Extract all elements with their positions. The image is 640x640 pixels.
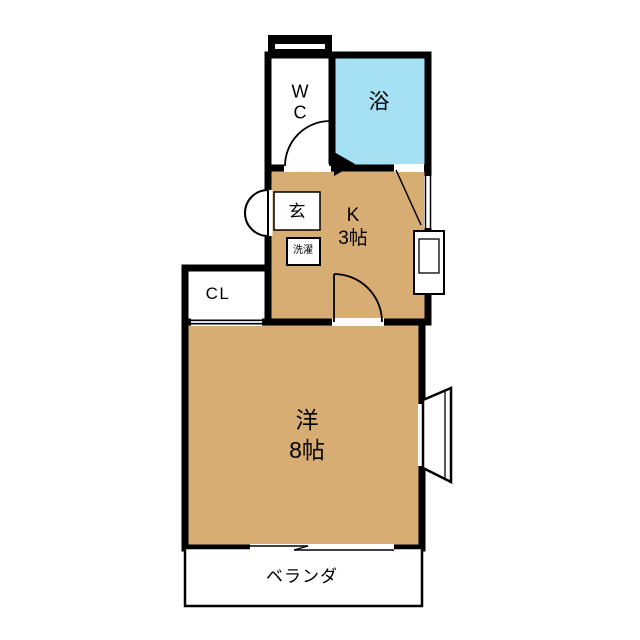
kitchen-label: K 3帖 [338, 205, 368, 249]
kitchen-sink-bowl [418, 238, 440, 274]
bath-label: 浴 [368, 90, 390, 114]
kitchen-window-gap [424, 176, 432, 228]
laundry-label: 洗濯 [293, 245, 313, 256]
closet-label: CL [205, 283, 231, 303]
main-room-label: 洋 8帖 [289, 407, 325, 463]
veranda-shape [183, 546, 424, 608]
laundry-box [286, 237, 321, 266]
closet-door-gap [191, 318, 262, 326]
veranda-window-connector [293, 545, 309, 551]
wc-door-arc [284, 120, 331, 167]
veranda-label: ベランダ [266, 566, 338, 586]
genkan-label: 玄 [288, 201, 306, 221]
genkan-floor [273, 191, 321, 231]
bath-door-leaf [395, 169, 422, 226]
pipe-shaft-slit [275, 44, 325, 49]
kitchen-door-gap [332, 318, 384, 326]
veranda-window-gap [250, 544, 394, 552]
bath-door-gap [394, 164, 424, 172]
wc-label: WC [291, 81, 309, 122]
kitchen-door-arc [333, 273, 383, 323]
wc-door-gap [284, 164, 331, 172]
bath-door-triangle [334, 152, 355, 176]
entrance-door-arc [244, 189, 269, 237]
bay-window [421, 386, 453, 485]
